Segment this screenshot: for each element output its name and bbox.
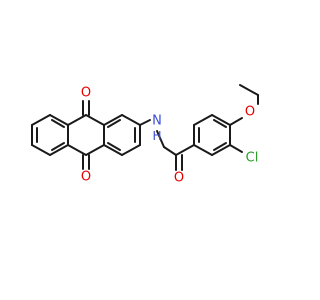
amide-carbonyl	[175, 154, 183, 171]
amide-nitrogen-label: N	[152, 114, 162, 129]
carbonyl-oxygen-label: O	[174, 171, 184, 186]
oxygen-top-label: O	[81, 86, 91, 101]
nitrogen-carbonyl-bond	[163, 146, 177, 156]
carbonyl-ring-bond	[175, 144, 195, 156]
nitrogen-link-segment	[156, 130, 165, 148]
ethoxy-group	[229, 84, 259, 126]
anthraquinone-right-ring	[103, 114, 141, 156]
chlorine-label: Cl	[246, 151, 259, 166]
quinone-carbonyl-bottom	[82, 154, 90, 170]
chloro-ethoxy-benzene-ring	[193, 114, 231, 156]
quinone-carbonyl-top	[82, 100, 90, 116]
molecule-structure-diagram: O O N H O O Cl	[31, 84, 259, 186]
amide-hydrogen-label: H	[152, 129, 161, 143]
anthraquinone-central-ring	[67, 114, 105, 156]
chlorine-bond	[229, 144, 243, 153]
ether-oxygen-label: O	[245, 105, 255, 120]
anthraquinone-left-ring	[31, 114, 69, 156]
oxygen-bottom-label: O	[81, 170, 91, 185]
aryl-nitrogen-bond	[139, 119, 151, 126]
